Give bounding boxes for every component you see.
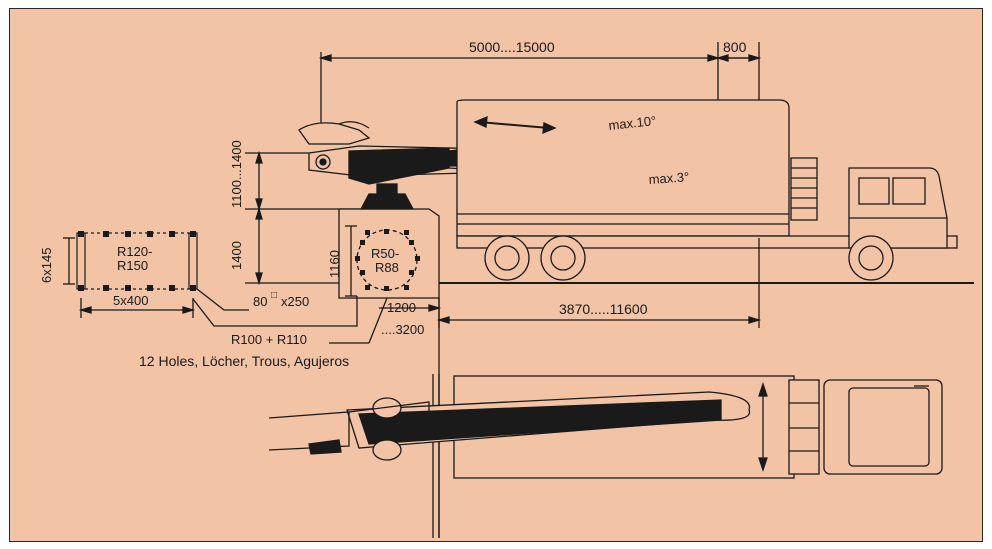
turret	[359, 183, 415, 210]
bolt-length-label: 5x400	[113, 293, 148, 308]
feed-chute	[298, 121, 371, 145]
base-height-label: 1160	[327, 250, 342, 278]
top-dimension-line	[318, 42, 762, 223]
pcd-radius-label: R100 + R110	[231, 332, 307, 347]
bolt-section-label: 80	[253, 294, 267, 309]
truck-wheels	[484, 235, 894, 281]
bolt-section-len-label: x250	[281, 294, 309, 309]
angle-upper-label: max.10°	[608, 113, 657, 133]
base-radius-label: R50-	[371, 246, 399, 261]
vent-slats	[790, 157, 818, 221]
bottom-dimension-lines	[329, 238, 762, 344]
height-upper-label: 1100...1400	[229, 140, 244, 208]
height-dimension-lines	[245, 150, 389, 286]
bolt-radius-2-label: R150	[117, 258, 148, 273]
holes-note: 12 Holes, Löcher, Trous, Agujeros	[139, 353, 349, 369]
top-length-label: 5000....15000	[469, 39, 555, 55]
conveyor-diagram: 5000....15000 800 1100...1400 1400 1160 …	[9, 8, 983, 542]
base-radius-2-label: R88	[375, 260, 399, 275]
base-bolts	[355, 229, 420, 291]
height-lower-label: 1400	[229, 241, 244, 270]
angle-lower-label: max.3°	[648, 169, 690, 187]
bolt-pattern-bolts	[78, 231, 196, 291]
small-offset-label: 1200	[387, 300, 416, 315]
diagram-sheet: 5000....15000 800 1100...1400 1400 1160 …	[9, 8, 983, 542]
square-symbol: □	[271, 290, 277, 301]
bolt-width-label: 6x145	[39, 248, 54, 283]
bolt-radius-label: R120-	[117, 244, 152, 259]
top-view	[268, 374, 943, 538]
top-overhang-label: 800	[723, 39, 747, 55]
double-arrow-vertical-icon	[758, 381, 768, 473]
min-offset-label: ....3200	[381, 322, 424, 337]
double-arrow-icon	[473, 115, 557, 135]
truck-side	[456, 99, 958, 281]
length-range-label: 3870.....11600	[559, 301, 648, 317]
